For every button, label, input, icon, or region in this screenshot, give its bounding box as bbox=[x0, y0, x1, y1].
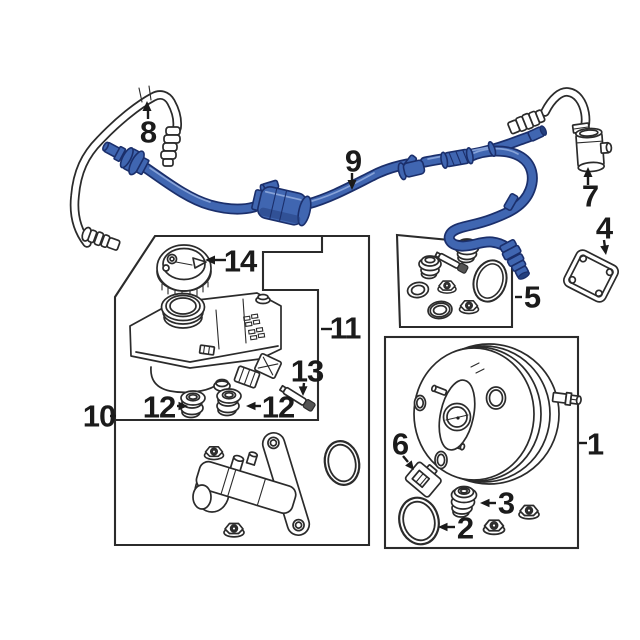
callout-3-arrow bbox=[480, 498, 496, 508]
callout-14-label: 14 bbox=[223, 243, 257, 279]
callout-9-arrow bbox=[347, 173, 357, 190]
callout-5-label: 5 bbox=[523, 279, 541, 315]
callout-10-label: 10 bbox=[82, 398, 116, 434]
grommets-part-12 bbox=[180, 388, 242, 419]
callout-1-label: 1 bbox=[586, 426, 604, 462]
callout-6-arrow bbox=[402, 455, 414, 470]
hose-part-8 bbox=[69, 85, 182, 251]
hose-part-7 bbox=[507, 87, 613, 173]
master-cylinder-part-10 bbox=[192, 431, 361, 538]
callout-13-arrow bbox=[298, 382, 308, 396]
callout-8-label: 8 bbox=[139, 114, 157, 150]
callout-2-arrow bbox=[438, 522, 455, 532]
callout-13-label: 13 bbox=[290, 353, 324, 389]
callout-12-right-arrow bbox=[246, 401, 261, 411]
callout-3-label: 3 bbox=[497, 485, 515, 521]
callout-14-arrow bbox=[205, 255, 226, 265]
callout-8-arrow bbox=[142, 101, 152, 119]
callout-4-label: 4 bbox=[595, 210, 613, 246]
gasket-part-4 bbox=[562, 249, 620, 303]
callout-7-label: 7 bbox=[581, 178, 599, 214]
callout-4-arrow bbox=[600, 239, 609, 255]
o-ring-part-2 bbox=[398, 496, 440, 546]
callout-12-left-arrow bbox=[177, 401, 188, 411]
callout-12-left-label: 12 bbox=[142, 389, 176, 425]
brake-booster-part-1 bbox=[413, 343, 582, 485]
callout-2-label: 2 bbox=[456, 510, 474, 546]
callout-arrows bbox=[110, 101, 609, 532]
reservoir-cap-part-14 bbox=[156, 244, 212, 299]
vacuum-hose-part-9 bbox=[102, 125, 547, 280]
callout-6-label: 6 bbox=[391, 426, 409, 462]
callout-12-right-label: 12 bbox=[261, 389, 295, 425]
callout-7-arrow bbox=[583, 167, 593, 185]
callout-11-label: 11 bbox=[329, 310, 362, 346]
group-box-1 bbox=[383, 335, 580, 550]
grommet-part-3 bbox=[450, 485, 478, 518]
reservoir-part-11 bbox=[129, 292, 282, 394]
group-box-10 bbox=[113, 234, 371, 547]
sensor-part-6 bbox=[404, 461, 442, 498]
callout-9-label: 9 bbox=[344, 143, 362, 179]
pin-part-13 bbox=[279, 384, 316, 412]
